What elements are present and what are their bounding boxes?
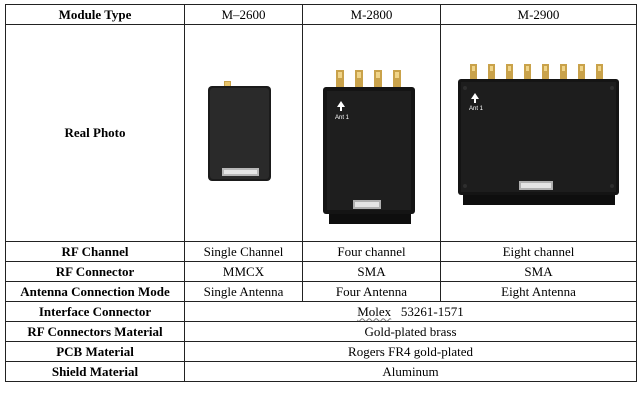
photo-cell-m2800: Ant 1 xyxy=(302,24,441,242)
m2800-module-photo: Ant 1 xyxy=(323,70,415,224)
rf-channel-m2600: Single Channel xyxy=(184,241,303,262)
rf-connectors-material-label: RF Connectors Material xyxy=(5,321,185,342)
header-row: Module Type M–2600 M-2800 M-2900 xyxy=(5,4,637,25)
antenna-mode-m2600: Single Antenna xyxy=(184,281,303,302)
shield-material-label: Shield Material xyxy=(5,361,185,382)
rf-channel-m2900: Eight channel xyxy=(440,241,637,262)
shield-material-value: Aluminum xyxy=(184,361,637,382)
m2800-ant-label: Ant 1 xyxy=(335,115,350,121)
interface-connector-brand: Molex xyxy=(357,303,392,319)
row-rf-channel: RF Channel Single Channel Four channel E… xyxy=(5,241,637,262)
antenna-mode-m2800: Four Antenna xyxy=(302,281,441,302)
m2900-module-photo: Ant 1 xyxy=(458,64,619,205)
photo-row-label: Real Photo xyxy=(5,24,185,242)
interface-connector-part: 53261-1571 xyxy=(400,303,464,319)
model-m2800: M-2800 xyxy=(302,4,441,25)
rf-channel-m2800: Four channel xyxy=(302,241,441,262)
photo-row: Real Photo xyxy=(5,24,637,242)
header-label: Module Type xyxy=(5,4,185,25)
row-shield-material: Shield Material Aluminum xyxy=(5,361,637,382)
row-pcb-material: PCB Material Rogers FR4 gold-plated xyxy=(5,341,637,362)
interface-connector-value: Molex 53261-1571 xyxy=(184,301,637,322)
m2600-module-photo xyxy=(208,81,271,181)
row-interface-connector: Interface Connector Molex 53261-1571 xyxy=(5,301,637,322)
rf-connector-label: RF Connector xyxy=(5,261,185,282)
comparison-table: Module Type M–2600 M-2800 M-2900 Real Ph… xyxy=(5,4,637,382)
model-m2900: M-2900 xyxy=(440,4,637,25)
rf-channel-label: RF Channel xyxy=(5,241,185,262)
row-rf-connectors-material: RF Connectors Material Gold-plated brass xyxy=(5,321,637,342)
photo-cell-m2900: Ant 1 xyxy=(440,24,637,242)
photo-cell-m2600 xyxy=(184,24,303,242)
row-rf-connector: RF Connector MMCX SMA SMA xyxy=(5,261,637,282)
pcb-material-value: Rogers FR4 gold-plated xyxy=(184,341,637,362)
row-antenna-mode: Antenna Connection Mode Single Antenna F… xyxy=(5,281,637,302)
interface-connector-label: Interface Connector xyxy=(5,301,185,322)
model-m2600: M–2600 xyxy=(184,4,303,25)
m2900-ant-label: Ant 1 xyxy=(469,106,484,112)
rf-connector-m2900: SMA xyxy=(440,261,637,282)
pcb-material-label: PCB Material xyxy=(5,341,185,362)
rf-connector-m2600: MMCX xyxy=(184,261,303,282)
antenna-mode-label: Antenna Connection Mode xyxy=(5,281,185,302)
rf-connectors-material-value: Gold-plated brass xyxy=(184,321,637,342)
antenna-mode-m2900: Eight Antenna xyxy=(440,281,637,302)
rf-connector-m2800: SMA xyxy=(302,261,441,282)
